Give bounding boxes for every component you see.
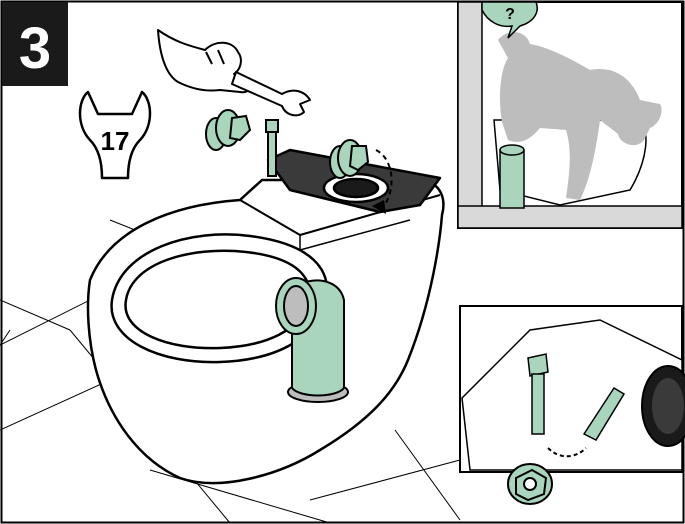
detail-nut-washer <box>508 464 552 504</box>
inset-pipe <box>500 145 524 208</box>
inset-bolt-detail <box>460 306 685 472</box>
step-number-badge: 3 <box>2 2 68 86</box>
step-number-text: 3 <box>19 16 51 81</box>
wrench-size-label: 17 <box>101 126 130 156</box>
fixing-bolt-left <box>266 120 278 176</box>
inset-person-lifting: ? <box>458 2 682 228</box>
help-badge-text: ? <box>505 6 515 23</box>
